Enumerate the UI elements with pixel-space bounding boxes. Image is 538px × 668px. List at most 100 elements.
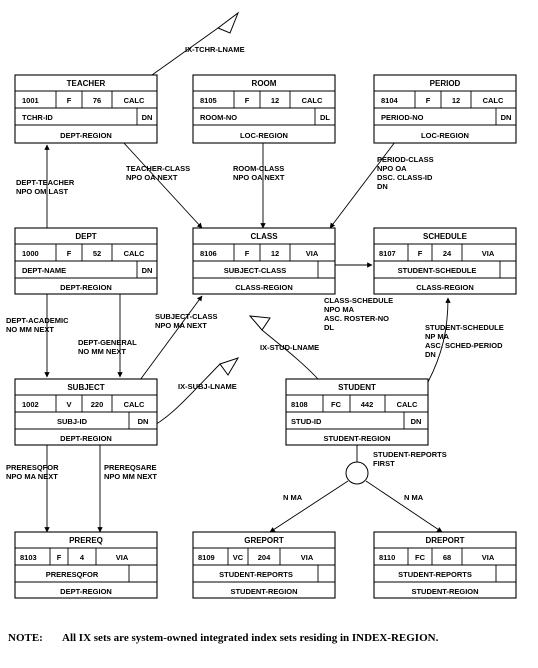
set-label-subject-class: SUBJECT-CLASS NPO MA NEXT (155, 312, 218, 330)
record-location-mode: CALC (124, 400, 145, 409)
set-label-student-reports: STUDENT-REPORTS FIRST (373, 450, 447, 468)
svg-text:NO MM NEXT: NO MM NEXT (6, 325, 54, 334)
record-location-mode: CALC (302, 96, 323, 105)
svg-text:DEPT-GENERAL: DEPT-GENERAL (78, 338, 137, 347)
svg-text:ROOM-CLASS: ROOM-CLASS (233, 164, 284, 173)
svg-text:NP MA: NP MA (425, 332, 450, 341)
svg-text:PREREQSARE: PREREQSARE (104, 463, 157, 472)
record-region: CLASS-REGION (235, 283, 293, 292)
record-name: SCHEDULE (423, 232, 468, 241)
record-region: DEPT-REGION (60, 283, 112, 292)
record-student: STUDENT 8108 FC 442 CALC STUD-ID DN STUD… (285, 378, 429, 446)
record-via-set: SUBJECT-CLASS (224, 266, 287, 275)
record-region: DEPT-REGION (60, 131, 112, 140)
svg-text:NPO MA: NPO MA (324, 305, 355, 314)
record-len-type: V (66, 400, 71, 409)
record-dup-option: DN (501, 113, 512, 122)
record-length: 12 (271, 249, 279, 258)
svg-text:CLASS-SCHEDULE: CLASS-SCHEDULE (324, 296, 393, 305)
record-id: 8104 (381, 96, 399, 105)
record-location-mode: CALC (124, 249, 145, 258)
record-len-type: F (426, 96, 431, 105)
svg-text:STUDENT-REPORTS: STUDENT-REPORTS (373, 450, 447, 459)
index-label-subj: IX-SUBJ-LNAME (178, 382, 237, 391)
subject-class-line (139, 295, 203, 381)
record-calc-key: PERIOD-NO (381, 113, 424, 122)
record-teacher: TEACHER 1001 F 76 CALC TCHR-ID DN DEPT-R… (14, 74, 158, 144)
record-name: PREREQ (69, 536, 103, 545)
record-class: CLASS 8106 F 12 VIA SUBJECT-CLASS CLASS-… (192, 227, 336, 295)
set-label-student-schedule: STUDENT-SCHEDULE NP MA ASC. SCHED-PERIOD… (425, 323, 504, 359)
record-len-type: F (245, 249, 250, 258)
record-length: 12 (452, 96, 460, 105)
record-region: STUDENT-REGION (230, 587, 297, 596)
record-id: 8107 (379, 249, 396, 258)
record-name: PERIOD (430, 79, 461, 88)
record-name: SUBJECT (67, 383, 104, 392)
record-id: 1001 (22, 96, 39, 105)
record-id: 8108 (291, 400, 308, 409)
record-region: STUDENT-REGION (323, 434, 390, 443)
record-calc-key: STUD-ID (291, 417, 322, 426)
set-label-room-class: ROOM-CLASS NPO OA NEXT (233, 164, 285, 182)
record-location-mode: CALC (124, 96, 145, 105)
record-region: STUDENT-REGION (411, 587, 478, 596)
record-dup-option: DN (142, 266, 153, 275)
record-via-set: STUDENT-REPORTS (219, 570, 293, 579)
record-id: 8109 (198, 553, 215, 562)
svg-text:ASC. ROSTER-NO: ASC. ROSTER-NO (324, 314, 389, 323)
record-length: 52 (93, 249, 101, 258)
record-via-set: PRERESQFOR (46, 570, 99, 579)
record-location-mode: VIA (482, 553, 495, 562)
period-class-line (329, 141, 396, 229)
record-dup-option: DL (320, 113, 330, 122)
record-name: GREPORT (244, 536, 284, 545)
svg-text:NO MM NEXT: NO MM NEXT (78, 347, 126, 356)
record-location-mode: CALC (483, 96, 504, 105)
record-id: 8103 (20, 553, 37, 562)
set-label-preresqfor: PRERESQFOR NPO MA NEXT (6, 463, 59, 481)
set-label-greport-option: N MA (283, 493, 303, 502)
record-dup-option: DN (138, 417, 149, 426)
record-region: DEPT-REGION (60, 434, 112, 443)
svg-text:ASC. SCHED-PERIOD: ASC. SCHED-PERIOD (425, 341, 503, 350)
record-dup-option: DN (411, 417, 422, 426)
record-via-set: STUDENT-REPORTS (398, 570, 472, 579)
set-label-teacher-class: TEACHER-CLASS NPO OA NEXT (126, 164, 190, 182)
record-length: 24 (443, 249, 452, 258)
record-via-set: STUDENT-SCHEDULE (398, 266, 477, 275)
record-name: DEPT (75, 232, 96, 241)
record-greport: GREPORT 8109 VC 204 VIA STUDENT-REPORTS … (192, 531, 336, 599)
record-name: ROOM (252, 79, 277, 88)
record-location-mode: VIA (482, 249, 495, 258)
record-name: CLASS (250, 232, 278, 241)
record-id: 8105 (200, 96, 217, 105)
ix-stud-line (261, 329, 319, 380)
record-length: 204 (258, 553, 271, 562)
svg-text:NPO MM NEXT: NPO MM NEXT (104, 472, 157, 481)
record-subject: SUBJECT 1002 V 220 CALC SUBJ-ID DN DEPT-… (14, 378, 158, 446)
student-schedule-line (427, 297, 451, 383)
record-length: 4 (80, 553, 85, 562)
record-length: 12 (271, 96, 279, 105)
record-len-type: F (418, 249, 423, 258)
svg-text:PRERESQFOR: PRERESQFOR (6, 463, 59, 472)
svg-text:DN: DN (425, 350, 436, 359)
record-region: LOC-REGION (240, 131, 288, 140)
record-name: STUDENT (338, 383, 376, 392)
record-len-type: VC (233, 553, 244, 562)
svg-text:DL: DL (324, 323, 334, 332)
multi-member-circle (345, 461, 369, 485)
record-calc-key: TCHR-ID (22, 113, 53, 122)
svg-text:NPO OA: NPO OA (377, 164, 407, 173)
set-label-period-class: PERIOD-CLASS NPO OA DSC. CLASS-ID DN (377, 155, 434, 191)
set-label-dreport-option: N MA (404, 493, 424, 502)
set-label-dept-general: DEPT-GENERAL NO MM NEXT (78, 338, 137, 356)
record-room: ROOM 8105 F 12 CALC ROOM-NO DL LOC-REGIO… (192, 74, 336, 144)
dreport-line (365, 480, 443, 533)
index-label-stud: IX-STUD-LNAME (260, 343, 319, 352)
note-text: All IX sets are system-owned integrated … (62, 632, 439, 644)
ix-tchr-line (151, 27, 219, 76)
set-label-class-schedule: CLASS-SCHEDULE NPO MA ASC. ROSTER-NO DL (324, 296, 393, 332)
